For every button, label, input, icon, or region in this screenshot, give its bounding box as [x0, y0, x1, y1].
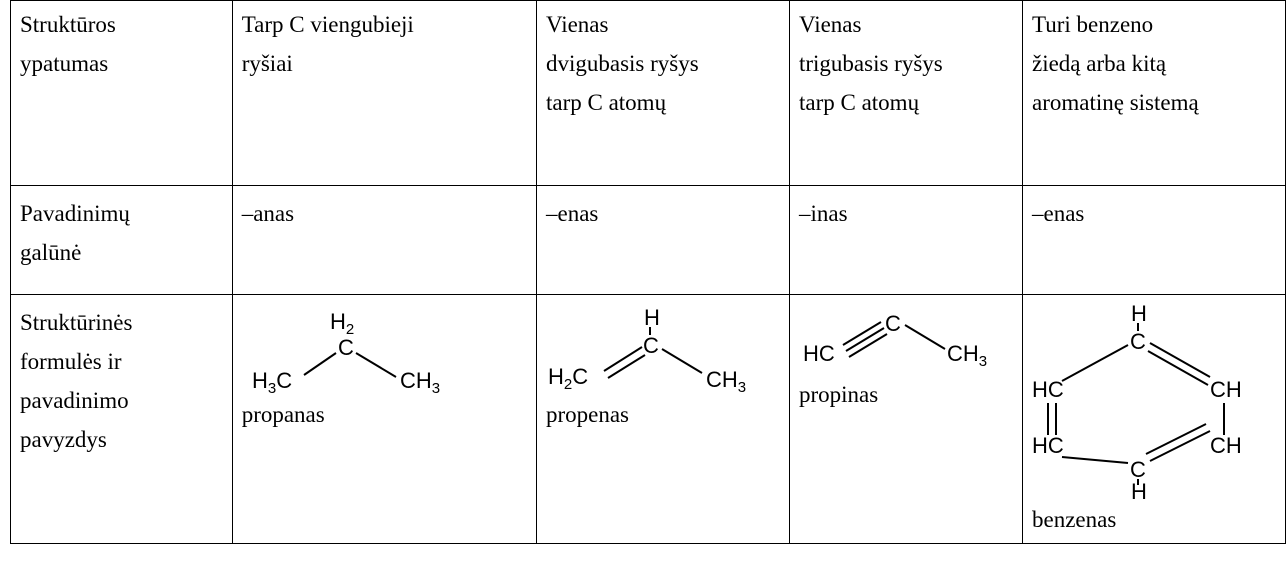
structure-feature-row: Struktūros ypatumas Tarp C viengubieji r… [10, 0, 1286, 186]
hc-upper-left-label: HC [1032, 377, 1064, 402]
center-carbon-label: C [338, 335, 354, 360]
text-line: Turi benzeno [1031, 12, 1154, 37]
compound-name: propinas [798, 382, 879, 407]
propane-cell: H2 C H3C CH3 propanas [231, 294, 537, 544]
text-line: pavyzdys [20, 427, 107, 452]
propane-structure: H2 C H3C CH3 [252, 309, 440, 395]
center-carbon-label: C [885, 311, 901, 336]
propene-cell: H C H2C CH3 propenas [535, 294, 790, 544]
ch3-left-label: H3C [252, 368, 292, 395]
text-line: galūnė [20, 240, 82, 265]
hc-label: HC [803, 341, 835, 366]
text-line: trigubasis ryšys [798, 51, 943, 76]
text-line: pavadinimo [20, 388, 129, 413]
compound-name: benzenas [1031, 507, 1117, 532]
double-bond-line [1149, 342, 1211, 378]
h-bottom-label: H [1131, 479, 1147, 500]
ch3-right-label: CH3 [400, 368, 440, 395]
name-ending-label-cell: Pavadinimų galūnė [10, 185, 233, 295]
text-line: Pavadinimų [20, 201, 130, 226]
triple-bond-line [842, 321, 882, 346]
text-line: tarp C atomų [545, 90, 667, 115]
text-line: tarp C atomų [798, 90, 920, 115]
benzene-structure: H C HC CH HC CH C H [1032, 305, 1242, 500]
double-bond-line [1147, 350, 1209, 386]
double-bond-line [603, 346, 643, 372]
triple-bond-line [845, 327, 885, 352]
alkynes-ending-cell: –inas [788, 185, 1023, 295]
ending-text: –enas [545, 201, 599, 226]
arenes-ending-cell: –enas [1021, 185, 1286, 295]
bond-line [1061, 456, 1129, 464]
ending-text: –inas [798, 201, 848, 226]
structure-feature-label-cell: Struktūros ypatumas [10, 0, 233, 186]
text-line: ypatumas [20, 51, 109, 76]
alkanes-ending-cell: –anas [231, 185, 537, 295]
ch2-left-label: H2C [548, 364, 588, 393]
example-label-cell: Struktūrinės formulės ir pavadinimo pavy… [10, 294, 233, 544]
bond-line [303, 352, 337, 376]
text-line: Vienas [798, 12, 862, 37]
arenes-feature-cell: Turi benzeno žiedą arba kitą aromatinę s… [1021, 0, 1286, 186]
text-line: ryšiai [241, 51, 293, 76]
text-line: Vienas [545, 12, 609, 37]
text-line: dvigubasis ryšys [545, 51, 699, 76]
alkanes-feature-cell: Tarp C viengubieji ryšiai [231, 0, 537, 186]
h-top-label: H [1131, 305, 1147, 326]
c-bottom-label: C [1130, 457, 1146, 482]
center-carbon-label: C [643, 333, 659, 358]
text-line: Struktūrinės [20, 310, 133, 335]
ch3-right-label: CH3 [947, 341, 987, 370]
text-line: žiedą arba kitą [1031, 51, 1167, 76]
ch-upper-right-label: CH [1210, 377, 1242, 402]
double-bond-line [607, 354, 646, 379]
propyne-cell: HC C CH3 propinas [788, 294, 1023, 544]
ending-text: –enas [1031, 201, 1085, 226]
propene-structure: H C H2C CH3 [548, 305, 746, 395]
example-row: Struktūrinės formulės ir pavadinimo pavy… [10, 294, 1286, 544]
triple-bond-line [848, 333, 888, 358]
compound-name: propanas [241, 402, 325, 427]
propyne-structure: HC C CH3 [803, 311, 987, 370]
ch3-right-label: CH3 [706, 367, 746, 395]
benzene-cell: H C HC CH HC CH C H ben [1021, 294, 1286, 544]
bond-line [355, 352, 397, 378]
text-line: Struktūros [20, 12, 116, 37]
bond-line [661, 348, 703, 374]
alkenes-ending-cell: –enas [535, 185, 790, 295]
double-bond-line [1145, 423, 1207, 455]
alkenes-feature-cell: Vienas dvigubasis ryšys tarp C atomų [535, 0, 790, 186]
hc-lower-left-label: HC [1032, 433, 1064, 458]
compound-name: propenas [545, 402, 630, 427]
ending-text: –anas [241, 201, 295, 226]
text-line: aromatinę sistemą [1031, 90, 1199, 115]
double-bond-line [1149, 430, 1211, 462]
h-label: H [644, 305, 660, 330]
text-line: Tarp C viengubieji [241, 12, 414, 37]
alkynes-feature-cell: Vienas trigubasis ryšys tarp C atomų [788, 0, 1023, 186]
bond-line [904, 324, 946, 350]
h2-label: H2 [330, 309, 354, 338]
text-line: formulės ir [20, 349, 122, 374]
c-top-label: C [1130, 329, 1146, 354]
bond-line [1061, 344, 1129, 382]
name-ending-row: Pavadinimų galūnė –anas –enas –inas –ena… [10, 185, 1286, 295]
ch-lower-right-label: CH [1210, 433, 1242, 458]
hydrocarbon-table: Struktūros ypatumas Tarp C viengubieji r… [10, 0, 1286, 544]
